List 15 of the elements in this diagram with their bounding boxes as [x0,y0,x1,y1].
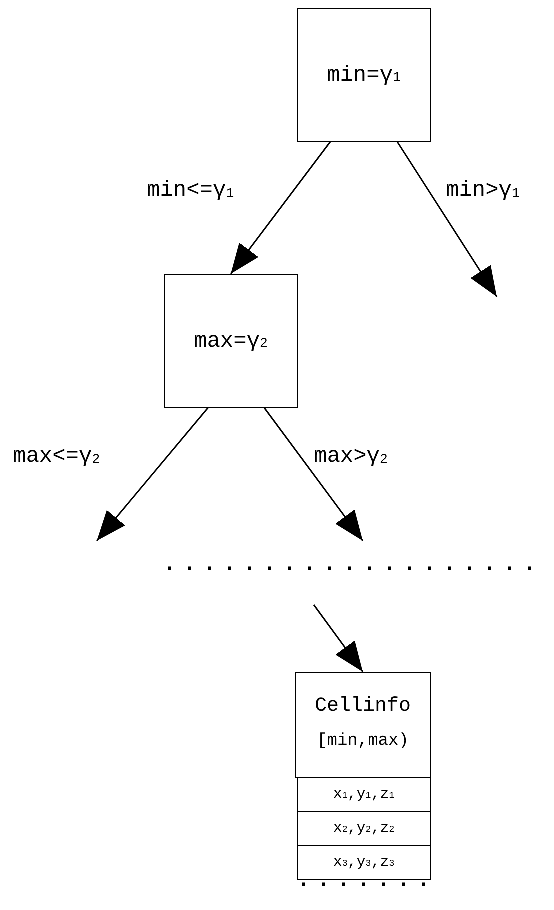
arrow [264,408,364,542]
arrow [230,142,332,274]
node-text: [min,max) [317,732,409,751]
ellipsis-dots: ....... [297,872,438,890]
table-row [297,811,431,846]
table-row [297,845,431,880]
arrow [96,408,209,542]
arrow [313,604,364,672]
node-label: Cellinfo [314,695,411,718]
node-box [164,274,298,408]
record-box [295,672,431,778]
node-box [297,8,431,142]
ellipsis-dots: ................... [163,556,544,574]
table-row [297,777,431,812]
arrow [396,142,498,298]
